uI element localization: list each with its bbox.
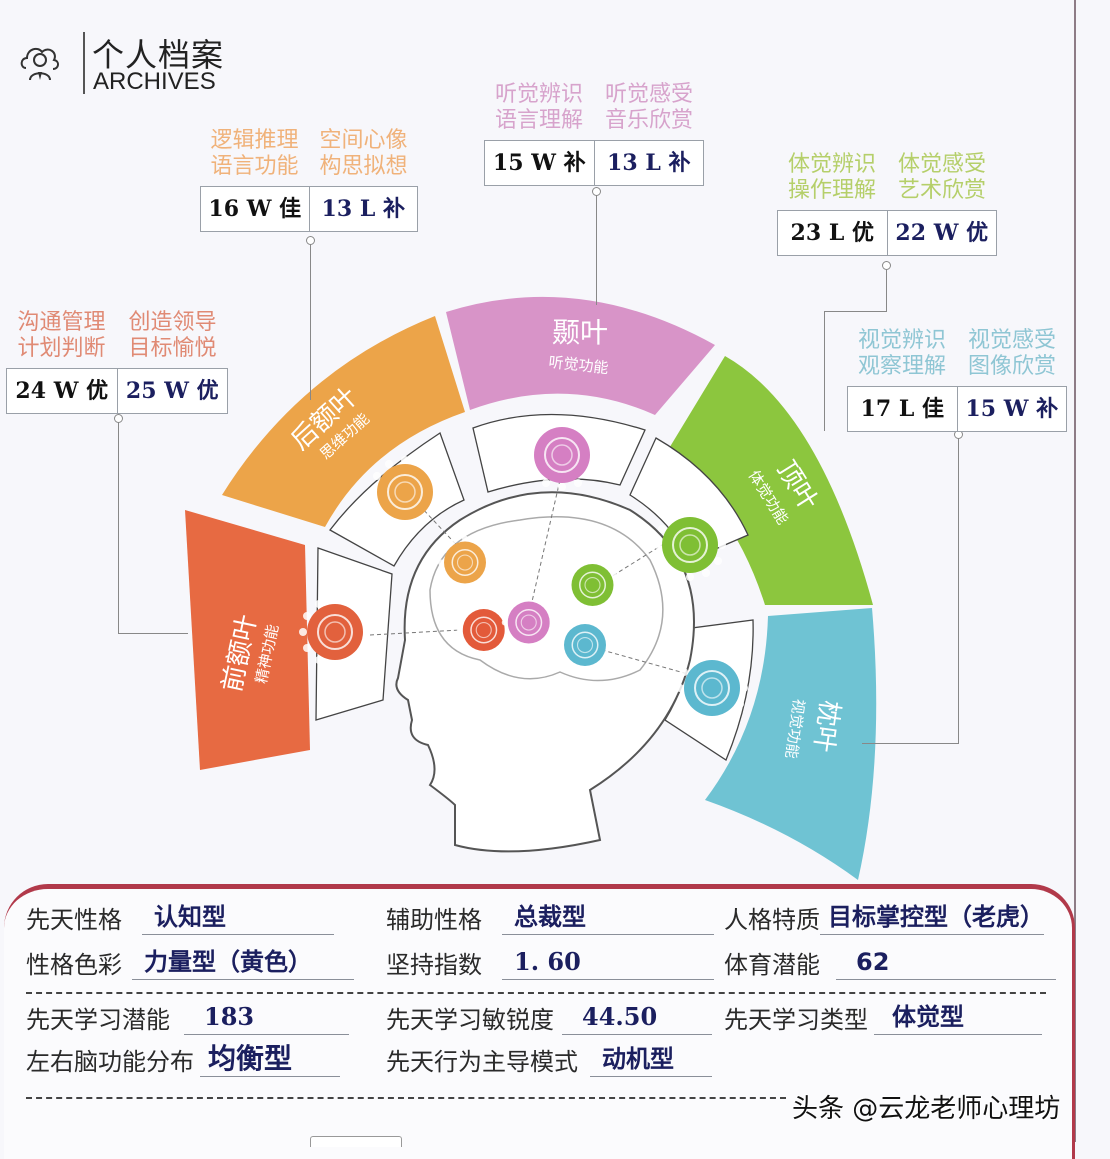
connector-prefrontal-h bbox=[118, 633, 188, 634]
section-divider bbox=[26, 1097, 786, 1099]
field-personality-color: 性格色彩 力量型（黄色） bbox=[26, 945, 354, 980]
connector-parietal-v bbox=[824, 311, 825, 431]
stat-caption-left: 体觉辨识操作理解 bbox=[787, 152, 876, 203]
connector-dot bbox=[306, 236, 315, 245]
head-outline-icon bbox=[395, 491, 695, 853]
field-label: 先天性格 bbox=[26, 906, 122, 934]
page-subtitle: ARCHIVES bbox=[93, 68, 216, 95]
field-label: 坚持指数 bbox=[386, 951, 482, 979]
svg-text:枕叶: 枕叶 bbox=[807, 698, 844, 754]
connector-dot bbox=[114, 414, 123, 423]
field-sports-potential: 体育潜能 62 bbox=[724, 945, 1056, 980]
field-label: 先天学习类型 bbox=[724, 1006, 868, 1034]
field-label: 左右脑功能分布 bbox=[26, 1048, 194, 1076]
stat-score-right: 25 W 优 bbox=[116, 369, 228, 413]
stat-score-right: 15 W 补 bbox=[956, 387, 1067, 431]
field-value: 均衡型 bbox=[200, 1042, 340, 1077]
profile-summary-panel bbox=[4, 884, 1075, 1159]
stat-card-frontal: 逻辑推理语言功能 空间心像构思拟想 16 W 佳 13 L 补 bbox=[200, 128, 418, 232]
field-label: 先天学习潜能 bbox=[26, 1006, 170, 1034]
field-label: 体育潜能 bbox=[724, 951, 820, 979]
field-brain-distribution: 左右脑功能分布 均衡型 bbox=[26, 1042, 340, 1077]
connector-parietal-h bbox=[824, 311, 887, 312]
field-behavior-mode: 先天行为主导模式 动机型 bbox=[386, 1042, 712, 1077]
stat-card-occipital: 视觉辨识观察理解 视觉感受图像欣赏 17 L 佳 15 W 补 bbox=[847, 328, 1067, 432]
brain-lobe-diagram: 前额叶 精神功能 后额叶 思维功能 颞叶 听觉功能 顶叶 体觉功能 枕叶 视觉功… bbox=[185, 296, 877, 880]
field-learning-sensitivity: 先天学习敏锐度 44.50 bbox=[386, 1000, 712, 1035]
field-value: 目标掌控型（老虎） bbox=[820, 900, 1044, 935]
stat-caption-right: 空间心像构思拟想 bbox=[319, 128, 408, 179]
stat-score-left: 16 W 佳 bbox=[208, 196, 302, 222]
field-value: 44.50 bbox=[562, 1000, 712, 1035]
stat-caption-left: 逻辑推理语言功能 bbox=[210, 128, 299, 179]
page-title: 个人档案 bbox=[92, 36, 225, 74]
connector-dot bbox=[882, 261, 891, 270]
stat-score-left: 23 L 优 bbox=[790, 220, 874, 246]
connector-occipital bbox=[958, 434, 959, 744]
field-value: 183 bbox=[184, 1000, 349, 1035]
brain-icon bbox=[429, 516, 664, 682]
field-label: 性格色彩 bbox=[26, 951, 122, 979]
stat-caption-right: 视觉感受图像欣赏 bbox=[967, 328, 1056, 379]
lobe-segment-occipital: 枕叶 视觉功能 bbox=[705, 608, 877, 880]
stat-score-left: 15 W 补 bbox=[492, 150, 586, 176]
lobe-segment-frontal: 后额叶 思维功能 bbox=[222, 316, 465, 527]
field-label: 先天学习敏锐度 bbox=[386, 1006, 554, 1034]
stat-caption-left: 听觉辨识语言理解 bbox=[494, 82, 583, 133]
connector-occipital-h bbox=[862, 743, 959, 744]
field-value: 总裁型 bbox=[502, 900, 714, 935]
stat-caption-left: 视觉辨识观察理解 bbox=[857, 328, 946, 379]
field-value: 1. 60 bbox=[502, 945, 714, 980]
field-learning-potential: 先天学习潜能 183 bbox=[26, 1000, 349, 1035]
connector-prefrontal bbox=[118, 420, 119, 634]
field-value: 力量型（黄色） bbox=[132, 945, 354, 980]
stat-caption-right: 体觉感受艺术欣赏 bbox=[897, 152, 986, 203]
field-persistence-index: 坚持指数 1. 60 bbox=[386, 945, 714, 980]
profile-cloud-person-icon bbox=[20, 47, 59, 81]
field-learning-type: 先天学习类型 体觉型 bbox=[724, 1000, 1042, 1035]
lobe-segment-temporal: 颞叶 听觉功能 bbox=[446, 296, 715, 415]
stat-caption-right: 听觉感受音乐欣赏 bbox=[604, 82, 693, 133]
stat-card-parietal: 体觉辨识操作理解 体觉感受艺术欣赏 23 L 优 22 W 优 bbox=[777, 152, 997, 256]
field-auxiliary-personality: 辅助性格 总裁型 bbox=[386, 900, 714, 935]
stat-caption-left: 沟通管理计划判断 bbox=[17, 310, 106, 361]
field-value: 体觉型 bbox=[874, 1000, 1042, 1035]
stat-score-left: 17 L 佳 bbox=[860, 396, 944, 422]
stat-score-left: 24 W 优 bbox=[15, 378, 109, 404]
connector-dot bbox=[592, 187, 601, 196]
field-label: 人格特质 bbox=[724, 906, 820, 934]
field-label: 先天行为主导模式 bbox=[386, 1048, 578, 1076]
header-divider bbox=[83, 32, 85, 94]
stat-card-temporal: 听觉辨识语言理解 听觉感受音乐欣赏 15 W 补 13 L 补 bbox=[484, 82, 704, 186]
connector-frontal bbox=[310, 240, 311, 400]
field-value: 认知型 bbox=[142, 900, 334, 935]
lobe-segment-prefrontal: 前额叶 精神功能 bbox=[185, 510, 310, 770]
field-personality-trait: 人格特质 目标掌控型（老虎） bbox=[724, 900, 1044, 935]
field-label: 辅助性格 bbox=[386, 906, 482, 934]
connector-temporal bbox=[596, 190, 597, 305]
page-edge-rule bbox=[1074, 0, 1076, 1142]
section-divider bbox=[26, 992, 1046, 994]
stat-card-prefrontal: 沟通管理计划判断 创造领导目标愉悦 24 W 优 25 W 优 bbox=[6, 310, 228, 414]
field-innate-personality: 先天性格 认知型 bbox=[26, 900, 334, 935]
stat-score-right: 13 L 补 bbox=[593, 141, 704, 185]
watermark: 头条 @云龙老师心理坊 bbox=[792, 1094, 1061, 1124]
stat-score-right: 22 W 优 bbox=[886, 211, 997, 255]
stat-score-right: 13 L 补 bbox=[308, 187, 418, 231]
connector-parietal bbox=[886, 264, 887, 312]
field-value: 动机型 bbox=[590, 1042, 712, 1077]
field-value: 62 bbox=[836, 945, 1056, 980]
stat-caption-right: 创造领导目标愉悦 bbox=[128, 310, 217, 361]
lobe-segment-parietal: 顶叶 体觉功能 bbox=[665, 356, 873, 605]
svg-text:颞叶: 颞叶 bbox=[552, 316, 608, 349]
